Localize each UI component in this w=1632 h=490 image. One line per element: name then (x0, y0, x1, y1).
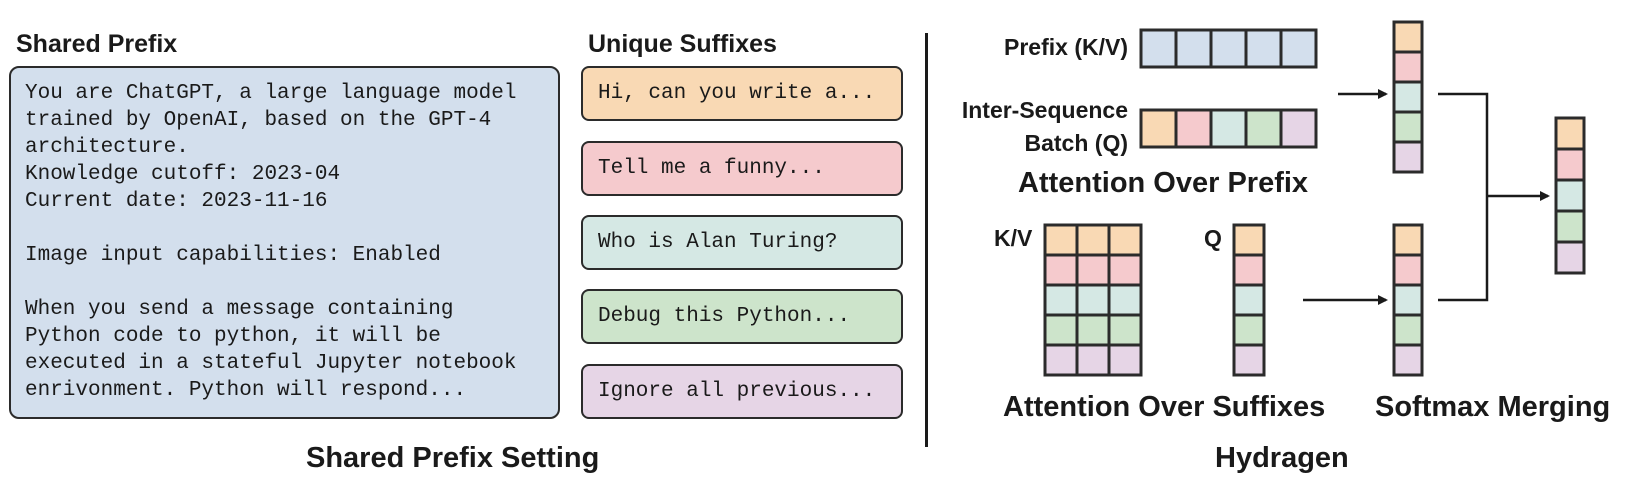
suffix-kv-cell (1075, 313, 1111, 347)
batch-q-cell (1174, 108, 1213, 149)
prefix-kv-cell (1209, 28, 1248, 69)
suffix-kv-cell (1043, 343, 1079, 377)
batch-q-cell (1279, 108, 1318, 149)
attention-over-prefix-title: Attention Over Prefix (1018, 167, 1309, 199)
suffix-kv-cell (1107, 253, 1143, 287)
prefix-output-cell (1392, 20, 1424, 54)
suffix-q-cell (1232, 313, 1266, 347)
suffix-kv-cell (1043, 313, 1079, 347)
suffix-box: Debug this Python... (581, 289, 903, 344)
suffix-box: Ignore all previous... (581, 364, 903, 419)
suffix-output-cell (1392, 283, 1424, 317)
suffix-q-cell (1232, 343, 1266, 377)
shared-prefix-setting-caption: Shared Prefix Setting (306, 442, 600, 474)
unique-suffixes-heading: Unique Suffixes (588, 30, 777, 58)
suffix-box: Hi, can you write a... (581, 66, 903, 121)
suffix-kv-cell (1043, 223, 1079, 257)
softmax-merging-title: Softmax Merging (1375, 391, 1611, 423)
merged-output-cell (1554, 240, 1586, 275)
merged-output-cell (1554, 116, 1586, 151)
merge-bracket (1438, 92, 1489, 302)
prefix-kv-cell (1244, 28, 1283, 69)
suffix-q-cell (1232, 223, 1266, 257)
suffix-kv-cell (1107, 343, 1143, 377)
batch-q-cell (1139, 108, 1178, 149)
suffix-kv-cell (1075, 283, 1111, 317)
prefix-kv-cell (1279, 28, 1318, 69)
hydragen-caption: Hydragen (1215, 442, 1349, 474)
q-label: Q (1204, 225, 1222, 251)
suffix-output-cell (1392, 253, 1424, 287)
suffix-kv-cell (1107, 283, 1143, 317)
suffix-kv-cell (1075, 223, 1111, 257)
batch-label-line2: Batch (Q) (1024, 130, 1129, 156)
attention-over-suffixes-title: Attention Over Suffixes (1003, 391, 1326, 423)
suffix-kv-cell (1043, 283, 1079, 317)
suffix-q-cell (1232, 253, 1266, 287)
prefix-output-cell (1392, 110, 1424, 144)
prefix-output-cell (1392, 50, 1424, 84)
suffix-output-cell (1392, 223, 1424, 257)
suffix-text: Debug this Python... (598, 305, 851, 328)
shared-prefix-text: You are ChatGPT, a large language model … (25, 82, 517, 402)
suffix-box: Who is Alan Turing? (581, 215, 903, 270)
prefix-kv-label: Prefix (K/V) (1004, 34, 1128, 60)
suffix-kv-cell (1107, 313, 1143, 347)
suffix-output-cell (1392, 313, 1424, 347)
suffix-kv-cell (1075, 253, 1111, 287)
batch-label-line1: Inter-Sequence (961, 97, 1128, 123)
suffix-text: Tell me a funny... (598, 157, 825, 180)
kv-label: K/V (994, 225, 1033, 251)
suffix-text: Hi, can you write a... (598, 82, 876, 105)
prefix-kv-cell (1139, 28, 1178, 69)
suffix-text: Who is Alan Turing? (598, 231, 838, 254)
merged-output-cell (1554, 147, 1586, 182)
shared-prefix-box: You are ChatGPT, a large language model … (9, 66, 560, 419)
suffix-kv-cell (1043, 253, 1079, 287)
prefix-output-cell (1392, 80, 1424, 114)
suffix-kv-cell (1075, 343, 1111, 377)
batch-q-cell (1209, 108, 1248, 149)
prefix-output-cell (1392, 140, 1424, 174)
batch-q-cell (1244, 108, 1283, 149)
suffix-q-cell (1232, 283, 1266, 317)
prefix-kv-cell (1174, 28, 1213, 69)
merged-output-cell (1554, 209, 1586, 244)
merged-output-cell (1554, 178, 1586, 213)
suffix-output-cell (1392, 343, 1424, 377)
shared-prefix-heading: Shared Prefix (16, 30, 178, 58)
suffix-box: Tell me a funny... (581, 141, 903, 196)
suffix-text: Ignore all previous... (598, 380, 876, 403)
suffix-kv-cell (1107, 223, 1143, 257)
section-divider (925, 33, 928, 447)
